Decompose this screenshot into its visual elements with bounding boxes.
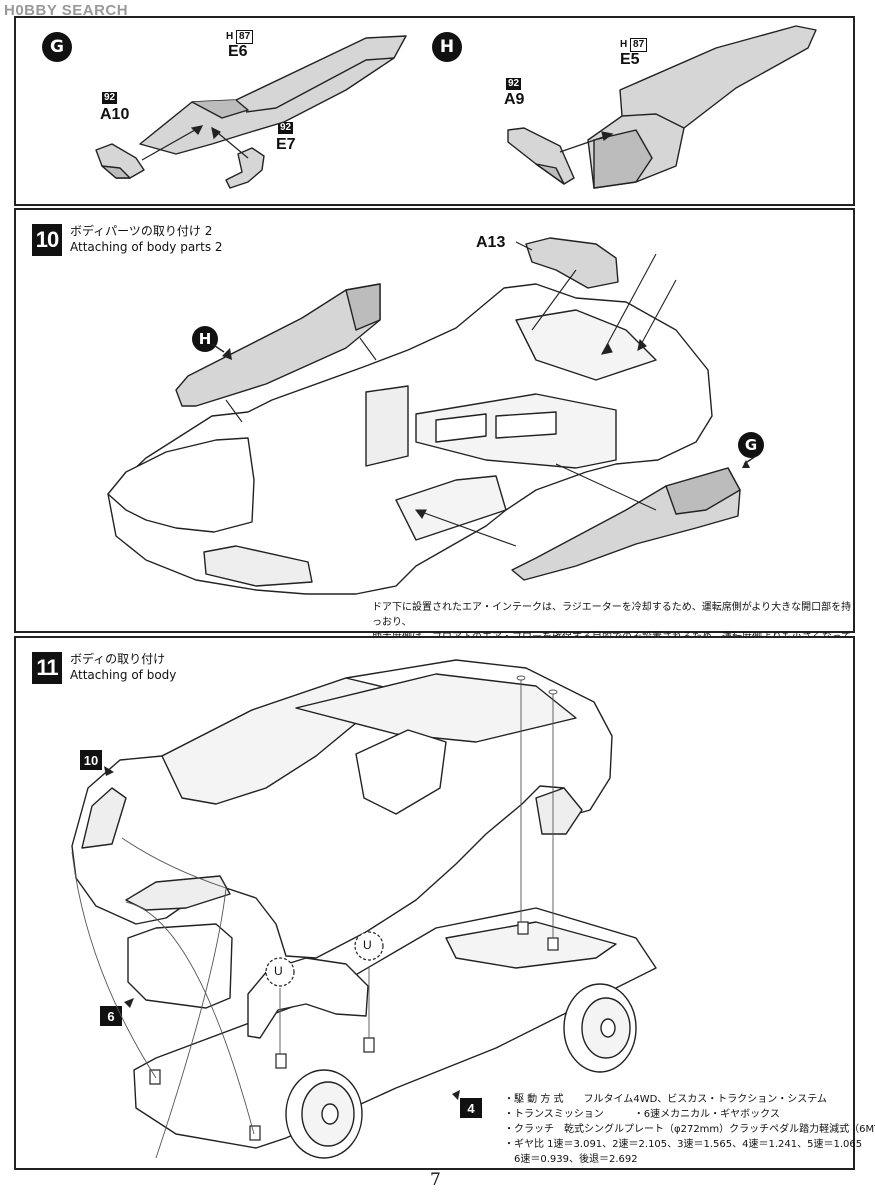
tag-e6-h: H bbox=[226, 31, 234, 42]
step11-ref-10: 10 bbox=[80, 750, 102, 770]
tag-e7-num: 92 bbox=[278, 122, 294, 134]
tag-e5-num: 87 bbox=[630, 38, 648, 52]
tag-e5-h: H bbox=[620, 39, 628, 50]
step11-title-ja: ボディの取り付け bbox=[70, 652, 166, 666]
step10-drawing bbox=[107, 237, 757, 595]
spec-line-drive: ・駆 動 方 式 フルタイム4WD、ビスカス・トラクション・システム bbox=[504, 1094, 827, 1105]
tag-a9: 92 bbox=[506, 78, 522, 90]
part-a9-label: A9 bbox=[504, 91, 525, 108]
step10-number: 10 bbox=[32, 224, 62, 256]
spec-line-gear-ratio: ・ギヤ比 1速＝3.091、2速＝2.105、3速＝1.565、4速＝1.241… bbox=[504, 1139, 863, 1150]
step10-note-line1: ドア下に設置されたエア・インテークは、ラジエーターを冷却するため、運転席側がより… bbox=[372, 602, 852, 628]
tag-e7: 92 bbox=[278, 122, 294, 134]
spec-line-clutch: ・クラッチ 乾式シングルプレート（φ272mm）クラッチペダル踏力軽減式（6MT… bbox=[504, 1124, 875, 1135]
spec-line-gear-ratio-2: 6速＝0.939、後退＝2.692 bbox=[504, 1154, 638, 1165]
part-a13-label: A13 bbox=[476, 234, 506, 251]
tag-e6-num: 87 bbox=[236, 30, 254, 44]
step11-drawing bbox=[71, 659, 657, 1159]
tag-e5: H 87 bbox=[620, 38, 648, 52]
tag-a9-num: 92 bbox=[506, 78, 522, 90]
part-a10-label: A10 bbox=[100, 106, 130, 123]
step10-ref-h: H bbox=[192, 326, 218, 352]
part-e7-label: E7 bbox=[276, 136, 296, 153]
step11-number: 11 bbox=[32, 652, 62, 684]
part-e5-label: E5 bbox=[620, 51, 640, 68]
step10-ref-g: G bbox=[738, 432, 764, 458]
tag-e6: H 87 bbox=[226, 30, 254, 44]
sub-h-drawing bbox=[507, 25, 817, 189]
top-panel: G H 87 E6 92 A10 92 E7 H H 87 E5 92 A9 bbox=[14, 16, 855, 206]
step11-specs: ・駆 動 方 式 フルタイム4WD、ビスカス・トラクション・システム ・トランス… bbox=[504, 1092, 875, 1167]
sub-g-label: G bbox=[42, 32, 72, 62]
spec-line-transmission: ・トランスミッション ・6速メカニカル・ギヤボックス bbox=[504, 1109, 780, 1120]
screw-u2-circle-label: U bbox=[274, 964, 283, 978]
sub-g-drawing bbox=[95, 35, 407, 189]
step10-panel: 10 ボディパーツの取り付け 2 Attaching of body parts… bbox=[14, 208, 855, 658]
step11-panel: 11 ボディの取り付け Attaching of body 10 6 4 bbox=[14, 636, 875, 1170]
watermark-logo: H0BBY SEARCH bbox=[4, 2, 129, 19]
step11-title-en: Attaching of body bbox=[70, 668, 177, 682]
sub-h-label: H bbox=[432, 32, 462, 62]
screw-u1-circle-label: U bbox=[363, 938, 372, 952]
part-e6-label: E6 bbox=[228, 43, 248, 60]
step11-ref-6: 6 bbox=[100, 1006, 122, 1026]
step10-title-ja: ボディパーツの取り付け 2 bbox=[70, 224, 213, 238]
tag-a10-num: 92 bbox=[102, 92, 118, 104]
tag-a10: 92 bbox=[102, 92, 118, 104]
step10-title-en: Attaching of body parts 2 bbox=[70, 240, 223, 254]
page-number: 7 bbox=[430, 1170, 441, 1190]
step11-ref-4: 4 bbox=[460, 1098, 482, 1118]
